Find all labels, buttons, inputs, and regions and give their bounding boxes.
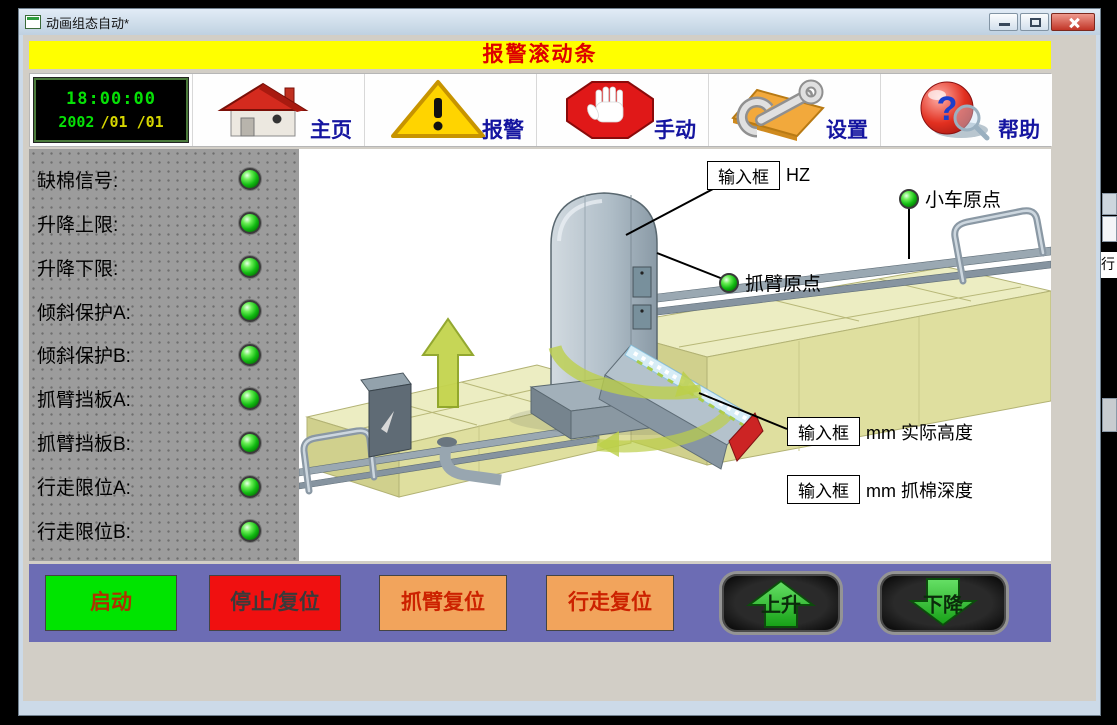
travel-reset-button[interactable]: 行走复位 xyxy=(546,575,674,631)
status-row-tilt-protect-b: 倾斜保护B: xyxy=(29,341,299,368)
frequency-input[interactable]: 输入框 xyxy=(707,161,780,190)
status-label: 行走限位A: xyxy=(37,478,131,500)
green-led-indicator xyxy=(239,256,261,279)
status-row-cotton-shortage: 缺棉信号: xyxy=(29,166,299,193)
title-bar[interactable]: 动画组态自动* xyxy=(19,9,1100,35)
status-label: 缺棉信号: xyxy=(37,170,119,192)
machine-diagram-view: 输入框 HZ 小车原点 抓臂原点 输入框 mm 实际高度 输入框 mm xyxy=(299,149,1051,561)
clock-date: 2002/01 /01 xyxy=(36,113,186,131)
close-icon xyxy=(1068,17,1080,29)
toolbar-button-label: 主页 xyxy=(310,119,352,142)
annotation-actual-height: 输入框 mm 实际高度 xyxy=(787,417,973,446)
actual-height-input[interactable]: 输入框 xyxy=(787,417,860,446)
down-button[interactable]: 下降 xyxy=(877,571,1009,635)
green-led-indicator xyxy=(239,168,261,191)
maximize-button[interactable] xyxy=(1020,13,1049,31)
status-row-lift-upper-limit: 升降上限: xyxy=(29,210,299,237)
maximize-icon xyxy=(1030,18,1041,27)
status-label: 倾斜保护B: xyxy=(37,346,131,368)
up-button[interactable]: 上升 xyxy=(719,571,843,635)
annotation-pluck-depth: 输入框 mm 抓棉深度 xyxy=(787,475,973,504)
svg-text:?: ? xyxy=(937,90,958,128)
actual-height-unit: mm 实际高度 xyxy=(866,422,973,443)
arm-reset-button[interactable]: 抓臂复位 xyxy=(379,575,507,631)
pluck-depth-input[interactable]: 输入框 xyxy=(787,475,860,504)
cart-origin-label: 小车原点 xyxy=(925,190,1002,211)
status-row-arm-baffle-a: 抓臂挡板A: xyxy=(29,385,299,412)
status-panel: 缺棉信号: 升降上限: 升降下限: 倾斜保护A: 倾斜保护B: 抓臂挡板A: 抓… xyxy=(29,149,299,561)
app-icon xyxy=(25,15,41,29)
background-window-fragment xyxy=(1102,398,1117,432)
toolbar-button-label: 报警 xyxy=(482,119,524,142)
toolbar-button-settings[interactable]: 设置 xyxy=(708,74,880,146)
pluck-depth-unit: mm 抓棉深度 xyxy=(866,480,973,501)
minimize-button[interactable] xyxy=(989,13,1018,31)
status-row-travel-limit-b: 行走限位B: xyxy=(29,517,299,544)
green-led-indicator xyxy=(239,212,261,235)
background-window-fragment-text: 行 xyxy=(1101,252,1117,278)
status-label: 抓臂挡板A: xyxy=(37,390,131,412)
green-led-indicator xyxy=(239,387,261,410)
clock-date-md: /01 /01 xyxy=(100,113,164,131)
up-button-label: 上升 xyxy=(761,594,801,617)
background-window-fragment xyxy=(1102,216,1117,242)
control-bar: 启动 停止/复位 抓臂复位 行走复位 上升 xyxy=(29,564,1051,642)
arm-origin-label: 抓臂原点 xyxy=(745,274,822,295)
cart-origin-led xyxy=(899,188,919,209)
status-row-tilt-protect-a: 倾斜保护A: xyxy=(29,298,299,325)
toolbar-button-alarm[interactable]: 报警 xyxy=(364,74,536,146)
frequency-unit: HZ xyxy=(786,165,810,185)
alarm-warning-icon xyxy=(391,80,485,138)
annotation-arm-origin: 抓臂原点 xyxy=(719,269,821,296)
bale-plucker-illustration xyxy=(299,188,1051,498)
clock-display: 18:00:00 2002/01 /01 xyxy=(34,78,188,142)
background-window-fragment xyxy=(1102,193,1117,215)
status-row-lift-lower-limit: 升降下限: xyxy=(29,254,299,281)
annotation-cart-origin: 小车原点 xyxy=(899,185,1001,212)
help-question-icon: ? xyxy=(920,81,990,141)
green-led-indicator xyxy=(239,300,261,323)
status-label: 升降下限: xyxy=(37,258,119,280)
toolbar-button-label: 帮助 xyxy=(998,119,1040,142)
clock-date-year: 2002 xyxy=(58,113,95,131)
arrow-up-icon xyxy=(746,579,816,628)
window-title: 动画组态自动* xyxy=(46,15,130,31)
status-label: 行走限位B: xyxy=(37,522,131,544)
home-icon xyxy=(217,82,309,137)
down-button-label: 下降 xyxy=(923,594,963,617)
client-area: 报警滚动条 18:00:00 2002/01 /01 xyxy=(23,35,1096,701)
toolbar-button-manual[interactable]: 手动 xyxy=(536,74,708,146)
app-window: 动画组态自动* 报警滚动条 18:00:00 2002/01 /01 xyxy=(18,8,1101,716)
status-label: 升降上限: xyxy=(37,214,119,236)
stop-reset-button[interactable]: 停止/复位 xyxy=(209,575,341,631)
toolbar-button-home[interactable]: 主页 xyxy=(192,74,364,146)
green-led-indicator xyxy=(239,431,261,454)
clock-time: 18:00:00 xyxy=(66,89,156,109)
green-led-indicator xyxy=(239,519,261,542)
green-led-indicator xyxy=(239,475,261,498)
close-button[interactable] xyxy=(1051,13,1095,31)
status-label: 抓臂挡板B: xyxy=(37,434,131,456)
status-row-arm-baffle-b: 抓臂挡板B: xyxy=(29,429,299,456)
toolbar: 18:00:00 2002/01 /01 主页 xyxy=(29,73,1052,147)
status-row-travel-limit-a: 行走限位A: xyxy=(29,473,299,500)
toolbar-button-label: 设置 xyxy=(826,119,868,142)
manual-stop-hand-icon xyxy=(566,81,654,139)
status-label: 倾斜保护A: xyxy=(37,302,131,324)
toolbar-button-help[interactable]: ? 帮助 xyxy=(880,74,1052,146)
annotation-frequency: 输入框 HZ xyxy=(707,161,810,190)
settings-wrench-icon xyxy=(731,79,825,141)
arm-origin-led xyxy=(719,272,739,293)
green-led-indicator xyxy=(239,343,261,366)
toolbar-button-label: 手动 xyxy=(654,119,696,142)
start-button[interactable]: 启动 xyxy=(45,575,177,631)
arrow-down-icon xyxy=(908,578,978,627)
alarm-scroll-banner: 报警滚动条 xyxy=(29,41,1051,69)
minimize-icon xyxy=(999,23,1010,26)
